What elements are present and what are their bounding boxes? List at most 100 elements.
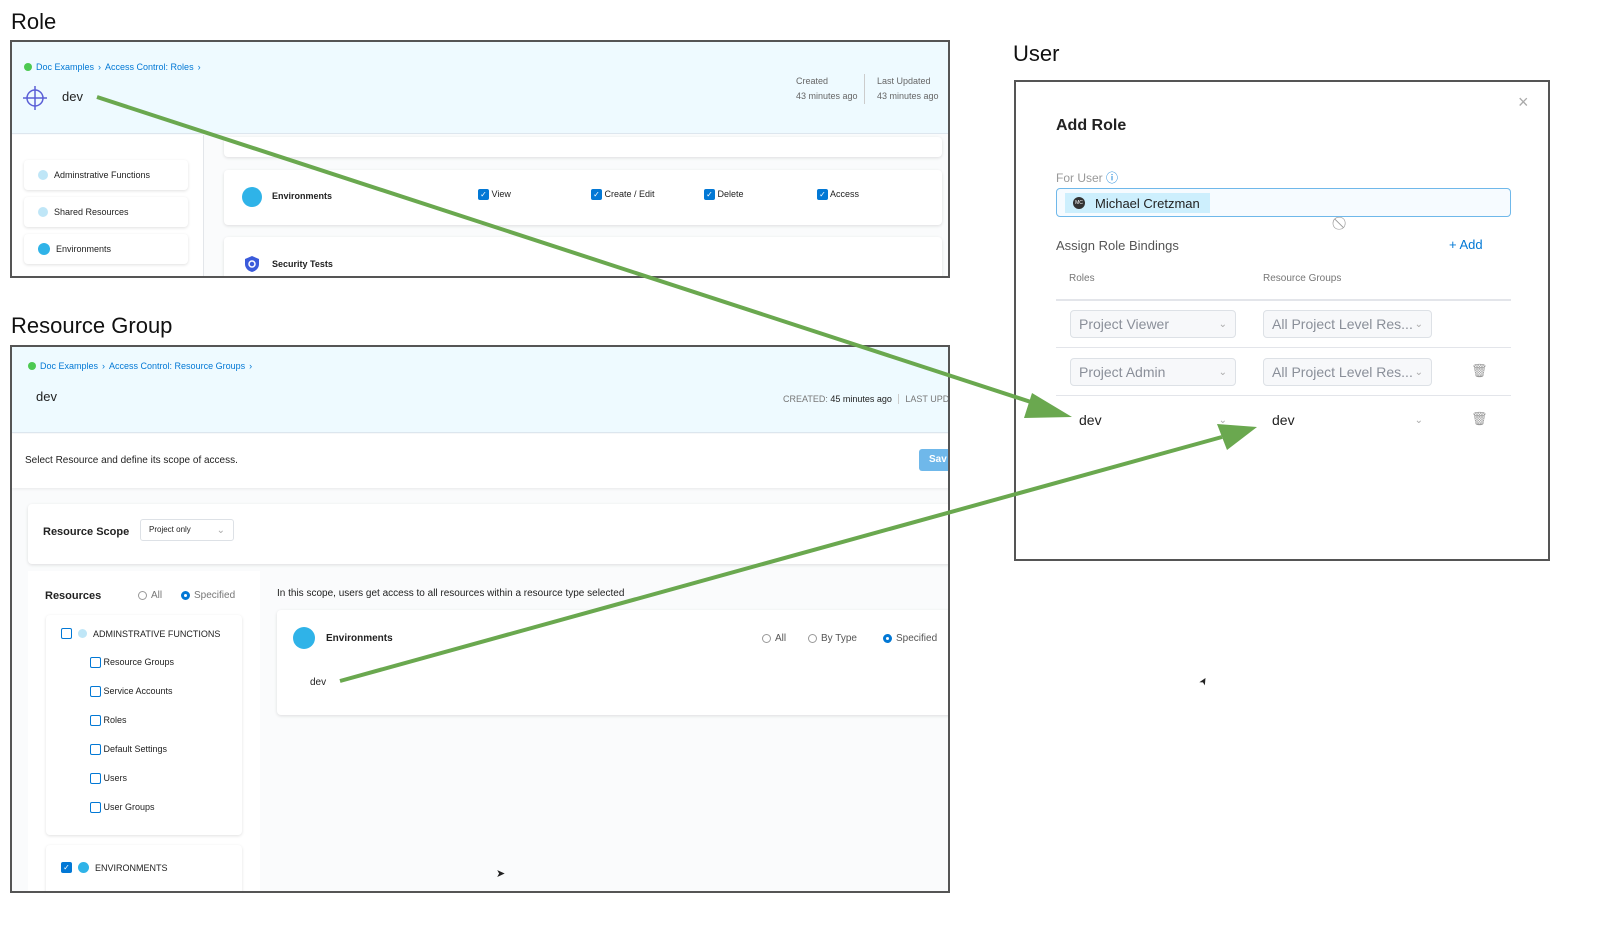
role-header: Doc Examples› Access Control: Roles› dev… [12,42,948,134]
dialog-title: Add Role [1056,117,1127,134]
resource-groups-checkbox[interactable]: Resource Groups [90,657,174,669]
resource-scope-dropdown[interactable]: Project only⌄ [140,519,234,541]
chevron-down-icon: ⌄ [1218,414,1227,426]
created-label: Created [796,76,829,86]
user-groups-checkbox[interactable]: User Groups [90,802,155,814]
breadcrumb-link[interactable]: Doc Examples [40,361,99,371]
close-icon[interactable]: × [1518,92,1529,112]
sidebar-item-environments[interactable]: Environments [24,234,188,264]
breadcrumb: Doc Examples› Access Control: Roles› [24,62,201,72]
created-value: 43 minutes ago [796,91,858,101]
radio-by-type[interactable]: By Type [808,633,857,644]
chevron-down-icon: ⌄ [1414,318,1423,330]
breadcrumb-link[interactable]: Access Control: Roles [105,62,194,72]
sidebar-item-label: Environments [56,244,112,254]
mouse-cursor-icon: ➤ [1197,675,1212,688]
security-tests-card: Security Tests [224,237,942,276]
resource-group-section-title: Resource Group [11,313,173,338]
resource-group-panel: Doc Examples› Access Control: Resource G… [10,345,950,893]
environments-icon [78,862,89,873]
mouse-cursor-icon: ➤ [496,868,506,880]
info-icon: ⓘ [1106,171,1119,185]
sidebar-item-label: Adminstrative Functions [54,170,151,180]
save-button[interactable]: Sav [919,449,948,471]
permission-delete[interactable]: ✓ Delete [704,189,744,201]
resources-label: Resources [45,590,102,602]
environments-resource-card: Environments All By Type Specified dev [277,610,948,715]
chevron-down-icon: ⌄ [1218,366,1227,378]
created-label: CREATED: [783,394,828,404]
admin-icon [38,170,48,180]
chevron-down-icon: ⌄ [1414,366,1423,378]
radio-all[interactable]: All [138,590,162,601]
role-dropdown[interactable]: dev⌄ [1070,406,1236,434]
resource-group-dropdown[interactable]: dev⌄ [1263,406,1432,434]
breadcrumb: Doc Examples› Access Control: Resource G… [28,361,252,371]
radio-all[interactable]: All [762,633,786,644]
admin-functions-group: ADMINSTRATIVE FUNCTIONS Resource Groups … [46,615,242,835]
chevron-down-icon: ⌄ [1414,414,1423,426]
radio-specified[interactable]: Specified [181,590,235,601]
avatar: MC [1073,197,1085,209]
updated-value: 43 minutes ago [877,91,939,101]
admin-functions-checkbox[interactable]: ADMINSTRATIVE FUNCTIONS [61,628,220,639]
service-accounts-checkbox[interactable]: Service Accounts [90,686,173,698]
role-panel: Doc Examples› Access Control: Roles› dev… [10,40,950,278]
user-section-title: User [1013,41,1060,66]
sidebar-item-label: Shared Resources [54,207,129,217]
sidebar-item-shared-resources[interactable]: Shared Resources [24,197,188,227]
security-tests-label: Security Tests [272,259,333,269]
environments-label: Environments [272,191,333,201]
resource-group-dropdown[interactable]: All Project Level Res...⌄ [1263,358,1432,386]
resource-scope-label: Resource Scope [43,526,130,538]
roles-checkbox[interactable]: Roles [90,715,127,727]
users-checkbox[interactable]: Users [90,773,127,785]
environments-label: Environments [326,633,393,644]
shared-icon [38,207,48,217]
environments-icon [242,187,262,207]
trash-icon[interactable]: 🗑 [1471,411,1488,426]
updated-label: Last Updated [877,76,931,86]
chevron-down-icon: ⌄ [1218,318,1227,330]
default-settings-checkbox[interactable]: Default Settings [90,744,167,756]
trash-icon[interactable]: 🗑 [1471,363,1488,378]
environments-checkbox[interactable]: ✓ENVIRONMENTS [61,862,168,873]
project-icon [28,362,36,370]
breadcrumb-link[interactable]: Doc Examples [36,62,95,72]
resource-scope-card: Resource Scope Project only⌄ [28,504,948,564]
role-crosshair-icon [23,86,47,110]
permission-create-edit[interactable]: ✓ Create / Edit [591,189,655,201]
permission-view[interactable]: ✓ View [478,189,511,201]
resource-group-name: dev [36,389,57,404]
instruction-text: Select Resource and define its scope of … [25,455,238,466]
environments-icon [293,627,315,649]
breadcrumb-link[interactable]: Access Control: Resource Groups [109,361,246,371]
role-dropdown[interactable]: Project Admin⌄ [1070,358,1236,386]
role-dropdown[interactable]: Project Viewer⌄ [1070,310,1236,338]
add-binding-button[interactable]: + Add [1449,237,1483,252]
resource-group-dropdown[interactable]: All Project Level Res...⌄ [1263,310,1432,338]
environments-permission-card: Environments ✓ View ✓ Create / Edit ✓ De… [224,170,942,225]
admin-icon [78,629,87,638]
created-value: 45 minutes ago [830,394,892,404]
scope-note: In this scope, users get access to all r… [277,588,625,599]
role-name: dev [62,89,83,104]
role-section-title: Role [11,9,57,34]
project-icon [24,63,32,71]
environments-group: ✓ENVIRONMENTS [46,845,242,891]
radio-specified[interactable]: Specified [883,633,937,644]
environment-item-dev: dev [310,677,327,688]
updated-label: LAST UPD [898,394,948,404]
permission-access[interactable]: ✓ Access [817,189,859,201]
chevron-down-icon: ⌄ [216,525,225,536]
environments-icon [38,243,50,255]
for-user-label: For User [1056,171,1103,185]
assign-role-bindings-label: Assign Role Bindings [1056,238,1179,253]
resource-groups-column-header: Resource Groups [1263,273,1342,284]
roles-column-header: Roles [1069,273,1095,284]
sidebar-item-administrative-functions[interactable]: Adminstrative Functions [24,160,188,190]
shield-icon [245,256,259,272]
